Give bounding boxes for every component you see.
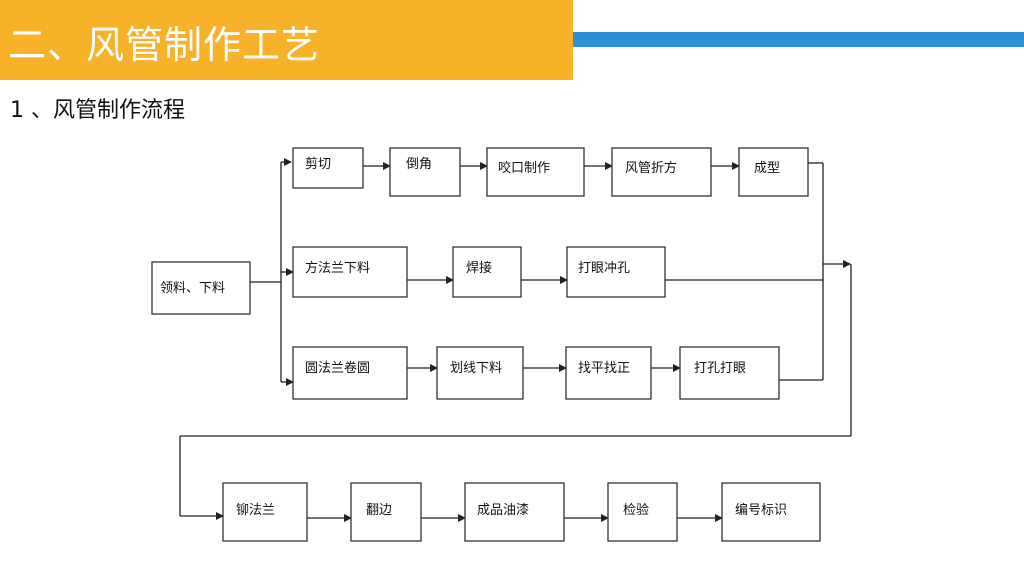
svg-text:咬口制作: 咬口制作 bbox=[498, 160, 550, 176]
step-r3-4: 打孔打眼 bbox=[679, 346, 780, 400]
title-bar: 二、风管制作工艺 bbox=[0, 0, 573, 80]
svg-text:倒角: 倒角 bbox=[406, 157, 432, 172]
svg-text:检验: 检验 bbox=[623, 502, 649, 518]
svg-text:圆法兰卷圆: 圆法兰卷圆 bbox=[305, 360, 370, 376]
svg-text:打孔打眼: 打孔打眼 bbox=[694, 361, 746, 376]
step-r1-4: 风管折方 bbox=[611, 147, 712, 197]
svg-text:翻边: 翻边 bbox=[366, 503, 392, 518]
step-start: 领料、下料 bbox=[151, 261, 251, 315]
svg-text:铆法兰: 铆法兰 bbox=[236, 503, 275, 518]
step-r1-2: 倒角 bbox=[389, 147, 461, 197]
svg-text:划线下料: 划线下料 bbox=[450, 361, 502, 376]
svg-text:领料、下料: 领料、下料 bbox=[160, 281, 225, 296]
page-title: 二、风管制作工艺 bbox=[8, 23, 321, 67]
step-r2-1: 方法兰下料 bbox=[292, 246, 408, 298]
connectors bbox=[179, 158, 852, 522]
svg-text:方法兰下料: 方法兰下料 bbox=[305, 260, 370, 276]
step-r2-3: 打眼冲孔 bbox=[566, 246, 666, 298]
step-r4-2: 翻边 bbox=[350, 482, 422, 542]
svg-text:成型: 成型 bbox=[754, 161, 780, 176]
step-r4-4: 检验 bbox=[607, 482, 678, 542]
svg-text:打眼冲孔: 打眼冲孔 bbox=[578, 261, 630, 276]
svg-text:成品油漆: 成品油漆 bbox=[477, 502, 529, 518]
step-r4-1: 铆法兰 bbox=[222, 482, 308, 542]
svg-text:编号标识: 编号标识 bbox=[735, 503, 787, 518]
svg-text:找平找正: 找平找正 bbox=[578, 361, 630, 376]
section-subtitle: 1 、风管制作流程 bbox=[10, 98, 185, 123]
svg-text:焊接: 焊接 bbox=[466, 260, 492, 276]
step-r3-3: 找平找正 bbox=[565, 346, 652, 400]
step-r4-5: 编号标识 bbox=[721, 482, 821, 542]
step-r3-2: 划线下料 bbox=[436, 346, 524, 400]
step-r2-2: 焊接 bbox=[452, 246, 522, 298]
svg-text:风管折方: 风管折方 bbox=[625, 160, 677, 176]
accent-line bbox=[573, 32, 1024, 47]
step-r4-3: 成品油漆 bbox=[464, 482, 565, 542]
step-r3-1: 圆法兰卷圆 bbox=[292, 346, 408, 400]
step-r1-3: 咬口制作 bbox=[486, 147, 585, 197]
step-r1-5: 成型 bbox=[738, 147, 809, 197]
step-r1-1: 剪切 bbox=[292, 147, 364, 189]
svg-text:剪切: 剪切 bbox=[305, 156, 331, 172]
